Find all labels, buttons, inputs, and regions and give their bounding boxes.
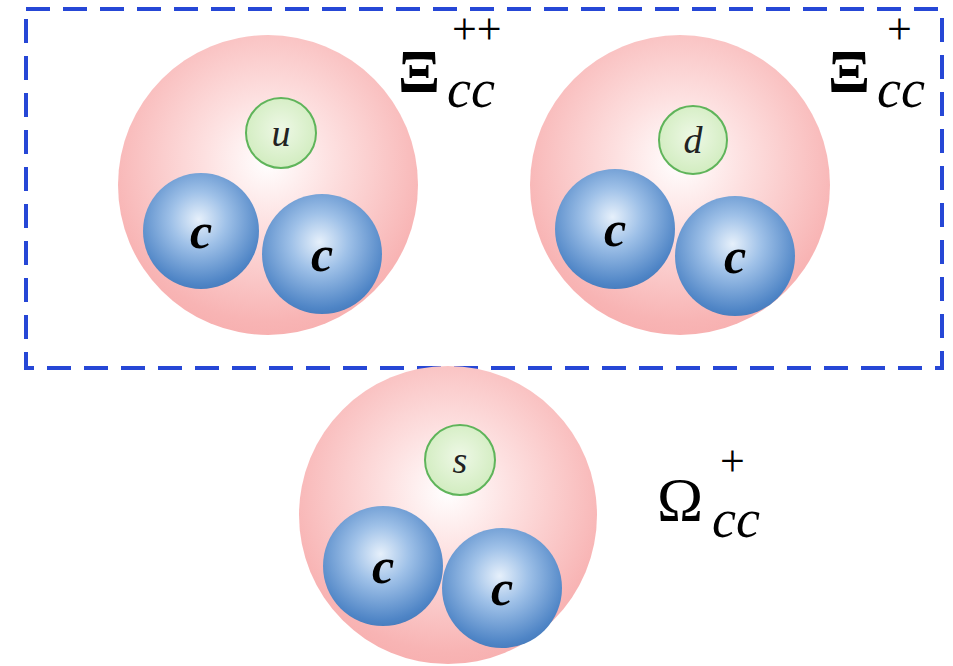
baryon-circle: Ξcc++ucc bbox=[118, 35, 418, 335]
particle-charge: ++ bbox=[452, 8, 502, 52]
quark-circle: c bbox=[323, 506, 443, 626]
particle-charge: + bbox=[887, 8, 912, 52]
quark-circle: d bbox=[658, 105, 728, 175]
particle-subscript: cc bbox=[447, 62, 495, 116]
quark-circle: c bbox=[442, 528, 562, 648]
particle-symbol: Ω bbox=[657, 468, 703, 530]
particle-subscript: cc bbox=[877, 62, 925, 116]
quark-circle: u bbox=[245, 97, 317, 169]
quark-label: c bbox=[190, 206, 212, 256]
quark-label: c bbox=[311, 229, 333, 279]
baryon-circle: Ωcc+scc bbox=[299, 366, 597, 664]
particle-charge: + bbox=[720, 440, 745, 484]
quark-label: c bbox=[604, 204, 626, 254]
quark-label: c bbox=[491, 563, 513, 613]
quark-label: c bbox=[372, 541, 394, 591]
particle-symbol: Ξ bbox=[828, 40, 870, 102]
quark-label: s bbox=[453, 441, 468, 479]
quark-circle: s bbox=[424, 424, 496, 496]
quark-circle: c bbox=[262, 194, 382, 314]
baryon-circle: Ξcc+dcc bbox=[530, 35, 830, 335]
quark-circle: c bbox=[555, 169, 675, 289]
quark-label: d bbox=[684, 121, 703, 159]
quark-circle: c bbox=[143, 173, 259, 289]
particle-subscript: cc bbox=[712, 492, 760, 546]
quark-label: c bbox=[724, 231, 746, 281]
quark-circle: c bbox=[675, 196, 795, 316]
dashed-group-box bbox=[26, 9, 942, 368]
quark-label: u bbox=[272, 114, 291, 152]
particle-symbol: Ξ bbox=[398, 40, 440, 102]
